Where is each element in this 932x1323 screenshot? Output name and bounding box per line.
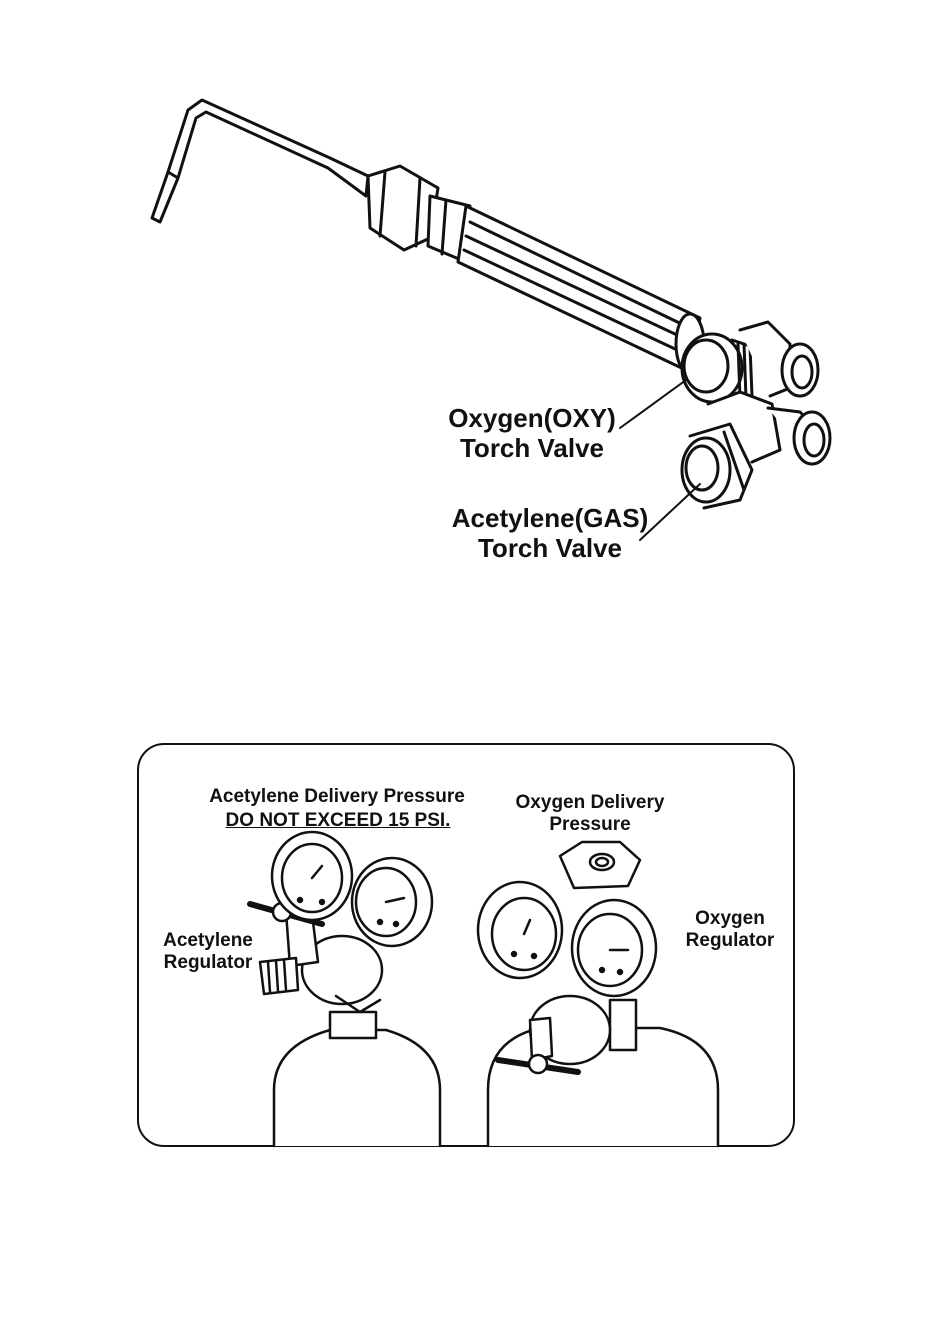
acetylene-regulator-label-line2: Regulator xyxy=(150,952,266,974)
oxygen-pressure-title: Oxygen Delivery Pressure xyxy=(500,792,680,836)
oxygen-pressure-title-line1: Oxygen Delivery xyxy=(500,792,680,814)
acetylene-regulator-label: Acetylene Regulator xyxy=(150,930,266,974)
acetylene-pressure-title: Acetylene Delivery Pressure xyxy=(198,786,476,808)
oxygen-regulator-label-line1: Oxygen xyxy=(676,908,784,930)
acetylene-delivery-gauge xyxy=(272,832,352,920)
acetylene-regulator-label-line1: Acetylene xyxy=(150,930,266,952)
oxygen-cylinder-gauge xyxy=(478,882,562,978)
oxygen-regulator-label-line2: Regulator xyxy=(676,930,784,952)
acetylene-cylinder-gauge xyxy=(352,858,432,946)
oxygen-delivery-gauge xyxy=(572,900,656,996)
oxygen-pressure-title-line2: Pressure xyxy=(500,814,680,836)
acetylene-pressure-warning: DO NOT EXCEED 15 PSI. xyxy=(216,810,460,832)
oxygen-regulator-label: Oxygen Regulator xyxy=(676,908,784,952)
acetylene-cylinder xyxy=(274,1030,440,1146)
